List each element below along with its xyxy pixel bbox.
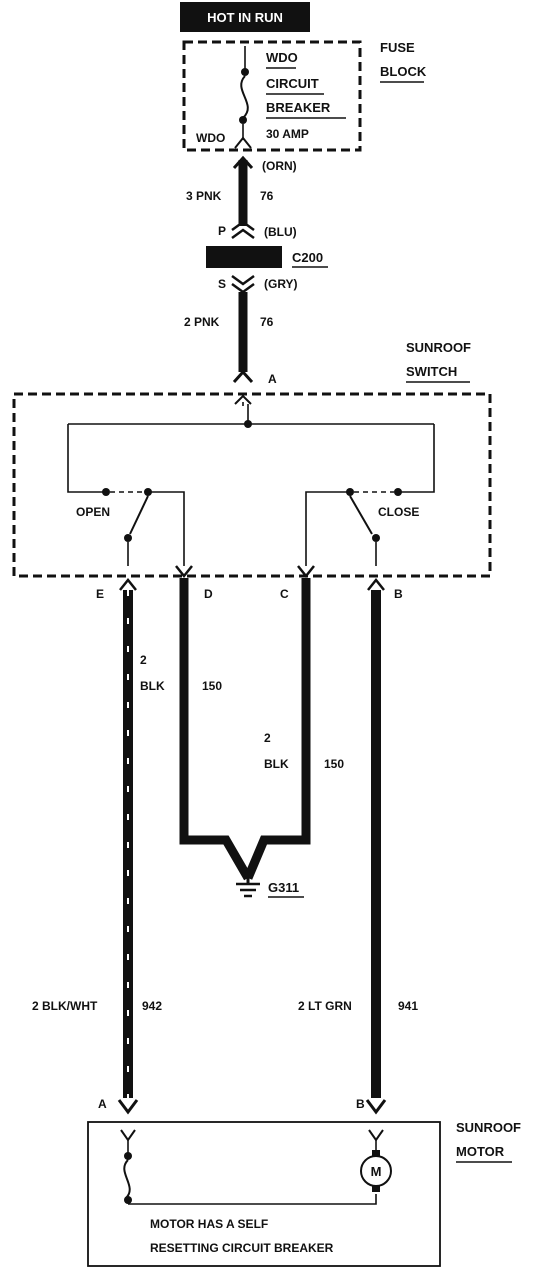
motor-brush-bottom [372, 1186, 380, 1192]
terminal-e-label: E [96, 587, 104, 601]
connector-name: C200 [292, 250, 323, 265]
close-contact-common [346, 488, 354, 496]
wire-orn-label: (ORN) [262, 159, 297, 173]
switch-terminal-d-pin [175, 565, 193, 579]
motor-internal-a-arrow [120, 1129, 136, 1142]
breaker-contact-bottom [239, 116, 247, 124]
switch-internal-arrow [234, 394, 252, 405]
wire-top-gauge-label: 3 PNK [186, 189, 222, 203]
sunroof-motor-label-line2: MOTOR [456, 1144, 505, 1159]
motor-breaker-contact-top [124, 1152, 132, 1160]
close-switch-blade [349, 495, 373, 535]
fuse-terminal-arrow [234, 136, 252, 149]
ground-left-color: BLK [140, 679, 165, 693]
sunroof-motor-label-line1: SUNROOF [456, 1120, 521, 1135]
breaker-label-line3: BREAKER [266, 100, 331, 115]
sunroof-switch-box [12, 392, 492, 578]
breaker-label-line1: WDO [266, 50, 298, 65]
terminal-c-label: C [280, 587, 289, 601]
sunroof-motor-box [87, 1121, 441, 1267]
connector-s-color: (GRY) [264, 277, 298, 291]
motor-internal-return [128, 1194, 377, 1205]
motor-breaker-contact-bottom [124, 1196, 132, 1204]
switch-terminal-b-socket [367, 577, 385, 591]
motor-terminal-b-pin [365, 1099, 387, 1115]
terminal-b-label: B [394, 587, 403, 601]
wire-top-circuit-label: 76 [260, 189, 274, 203]
ground-right-circuit: 150 [324, 757, 344, 771]
connector-p-pin-2 [231, 228, 255, 240]
ground-g311-label: G311 [268, 880, 299, 895]
connector-p-label: P [218, 224, 226, 238]
fuse-terminal-label: WDO [196, 131, 225, 145]
breaker-contact-top [241, 68, 249, 76]
ground-right-gauge: 2 [264, 731, 271, 745]
fuse-block-label-line2: BLOCK [380, 64, 427, 79]
connector-p-pin-1 [231, 220, 255, 232]
open-contact-common [144, 488, 152, 496]
breaker-element [240, 75, 249, 119]
motor-internal-breaker [123, 1159, 131, 1199]
open-contact-pivot [124, 534, 132, 542]
sunroof-switch-label-line2: SWITCH [406, 364, 457, 379]
ground-right-color: BLK [264, 757, 289, 771]
switch-terminal-c-pin [297, 565, 315, 579]
fuse-block-box [182, 40, 362, 152]
open-contact-fixed [102, 488, 110, 496]
hot-in-run-banner [180, 2, 310, 32]
hot-in-run-label: HOT IN RUN [207, 10, 283, 25]
wire-150-right [243, 578, 311, 880]
open-switch-blade [129, 495, 149, 535]
wire-942-gauge-label: 2 BLK/WHT [32, 999, 98, 1013]
terminal-d-label: D [204, 587, 213, 601]
open-label: OPEN [76, 505, 110, 519]
wire-941-circuit-label: 941 [398, 999, 418, 1013]
motor-note-line1: MOTOR HAS A SELF [150, 1217, 268, 1231]
wire-upper-socket [232, 155, 254, 170]
wire-150-left [179, 578, 252, 881]
motor-internal-b-arrow [368, 1129, 384, 1142]
wire-mid-circuit-label: 76 [260, 315, 274, 329]
close-label: CLOSE [378, 505, 419, 519]
breaker-label-line2: CIRCUIT [266, 76, 319, 91]
switch-input-socket [232, 369, 254, 384]
connector-c200-body [206, 246, 282, 268]
motor-terminal-a-pin [117, 1099, 139, 1115]
close-contact-pivot [372, 534, 380, 542]
sunroof-switch-label-line1: SUNROOF [406, 340, 471, 355]
motor-terminal-a-label: A [98, 1097, 107, 1111]
connector-s-label: S [218, 277, 226, 291]
switch-bus-left [67, 424, 106, 493]
switch-t-right [305, 491, 350, 566]
motor-note-line2: RESETTING CIRCUIT BREAKER [150, 1241, 334, 1255]
wire-mid-gauge-label: 2 PNK [184, 315, 220, 329]
switch-terminal-a: A [268, 372, 277, 386]
close-contact-fixed [394, 488, 402, 496]
motor-terminal-b-label: B [356, 1097, 365, 1111]
switch-terminal-e-socket [119, 577, 137, 591]
fuse-block-label-line1: FUSE [380, 40, 415, 55]
breaker-amp-label: 30 AMP [266, 127, 309, 141]
connector-p-color: (BLU) [264, 225, 297, 239]
motor-symbol-label: M [371, 1164, 382, 1179]
connector-s-pin-1 [231, 274, 255, 286]
switch-t-left [148, 491, 185, 566]
wire-942-circuit-label: 942 [142, 999, 162, 1013]
wire-941-gauge-label: 2 LT GRN [298, 999, 352, 1013]
motor-brush-top [372, 1150, 380, 1156]
ground-left-gauge: 2 [140, 653, 147, 667]
ground-left-circuit: 150 [202, 679, 222, 693]
switch-bus-right [398, 424, 435, 493]
